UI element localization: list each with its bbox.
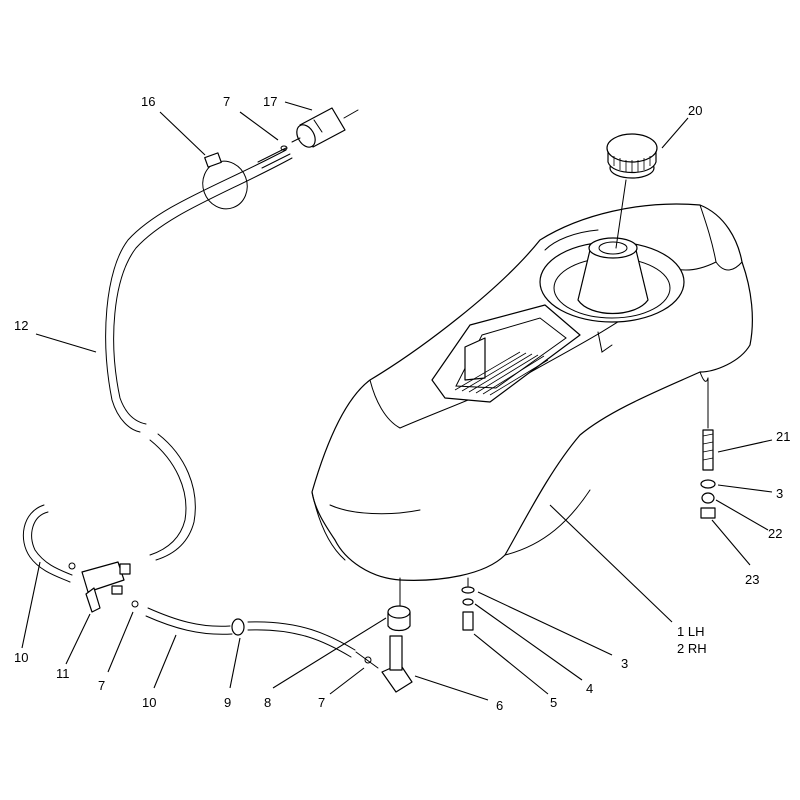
fitting-6 xyxy=(355,635,413,693)
callout-6: 6 xyxy=(496,698,503,713)
callout-10-bottom: 10 xyxy=(142,695,156,710)
callout-21: 21 xyxy=(776,429,790,444)
fuel-tank xyxy=(311,203,753,581)
callout-1-lh: 1 LH xyxy=(677,624,704,639)
grommet-8 xyxy=(387,577,411,632)
callout-4: 4 xyxy=(586,681,593,696)
callout-5: 5 xyxy=(550,695,557,710)
callout-9: 9 xyxy=(224,695,231,710)
callout-10-left: 10 xyxy=(14,650,28,665)
callout-7-valve: 7 xyxy=(98,678,105,693)
fuel-shutoff-valve-11 xyxy=(81,561,131,613)
callout-3-bottom: 3 xyxy=(621,656,628,671)
callout-8: 8 xyxy=(264,695,271,710)
callout-23: 23 xyxy=(745,572,759,587)
hose-piece-7-mid xyxy=(68,562,139,608)
fuel-filter-17 xyxy=(291,107,359,148)
hose-clamp-9 xyxy=(231,618,245,636)
callout-12: 12 xyxy=(14,318,28,333)
hardware-stack-3-4-5 xyxy=(461,577,475,631)
callout-labels: 16 7 17 20 12 21 3 22 23 1 LH 2 RH 10 11… xyxy=(14,94,790,713)
hose-10-left xyxy=(22,504,73,583)
hose-piece-7-bottom xyxy=(364,656,372,664)
callout-7-fitting: 7 xyxy=(318,695,325,710)
hose-10-bottom xyxy=(145,607,356,658)
callout-17: 17 xyxy=(263,94,277,109)
callout-22: 22 xyxy=(768,526,782,541)
callout-3-right: 3 xyxy=(776,486,783,501)
callout-7-hose-top: 7 xyxy=(223,94,230,109)
hose-piece-7-top xyxy=(257,145,291,169)
hose-clamp-16 xyxy=(202,152,248,210)
hardware-stack-21-3-22-23 xyxy=(700,377,716,519)
callout-16: 16 xyxy=(141,94,155,109)
leader-lines xyxy=(21,101,773,701)
fuel-cap xyxy=(606,133,658,249)
callout-11: 11 xyxy=(56,666,70,681)
fuel-hose-12 xyxy=(105,149,293,561)
callout-20: 20 xyxy=(688,103,702,118)
trough-grating xyxy=(454,351,549,396)
callout-2-rh: 2 RH xyxy=(677,641,707,656)
